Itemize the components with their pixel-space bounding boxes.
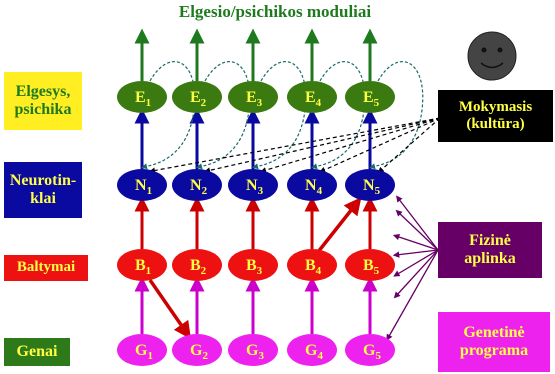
node-g-3: G3 bbox=[228, 334, 278, 366]
learning-arrows bbox=[149, 117, 441, 174]
node-e-1: E1 bbox=[117, 81, 167, 113]
feedback-loop-1 bbox=[141, 61, 196, 170]
node-e-2: E2 bbox=[172, 81, 222, 113]
diagonal-arrows bbox=[148, 197, 362, 340]
learning-arrow-2 bbox=[204, 117, 441, 174]
node-b-3: B3 bbox=[228, 249, 278, 281]
feedback-loop-4 bbox=[311, 61, 366, 170]
learning-arrow-5 bbox=[377, 117, 441, 173]
feedback-loop-2 bbox=[196, 61, 251, 170]
label-genai: Genai bbox=[4, 338, 70, 366]
node-n-1: N1 bbox=[117, 169, 167, 201]
node-g-2: G2 bbox=[172, 334, 222, 366]
diagram-title: Elgesio/psichikos moduliai bbox=[178, 2, 372, 21]
learning-arrow-1 bbox=[149, 117, 441, 174]
learning-arrow-3 bbox=[260, 117, 441, 174]
environment-arrows bbox=[386, 195, 439, 341]
feedback-loops bbox=[141, 61, 424, 170]
smiley-face-icon bbox=[467, 31, 517, 81]
label-neurotinklai: Neurotin-klai bbox=[4, 162, 82, 218]
label-baltymai: Baltymai bbox=[4, 255, 88, 281]
node-b-4: B4 bbox=[287, 249, 337, 281]
environment-arrow-6 bbox=[393, 249, 439, 299]
environment-arrow-3 bbox=[392, 233, 439, 251]
node-b-1: B1 bbox=[117, 249, 167, 281]
environment-arrow-4 bbox=[392, 249, 439, 258]
node-n-3: N3 bbox=[228, 169, 278, 201]
node-n-4: N4 bbox=[287, 169, 337, 201]
learning-arrow-4 bbox=[319, 117, 441, 173]
node-e-4: E4 bbox=[287, 81, 337, 113]
node-b-2: B2 bbox=[172, 249, 222, 281]
diagonal-arrow-b4-n5 bbox=[316, 197, 362, 254]
label-mokymasis: Mokymasis(kultūra) bbox=[438, 90, 553, 142]
output-arrows bbox=[134, 28, 378, 81]
node-g-4: G4 bbox=[287, 334, 337, 366]
node-g-5: G5 bbox=[345, 334, 395, 366]
node-e-3: E3 bbox=[228, 81, 278, 113]
node-n-5: N5 bbox=[345, 169, 395, 201]
diagonal-arrow-b1-g2 bbox=[148, 279, 191, 340]
environment-arrow-1 bbox=[396, 195, 439, 251]
node-e-5: E5 bbox=[345, 81, 395, 113]
feedback-loop-5 bbox=[369, 61, 424, 170]
feedback-loop-3 bbox=[252, 61, 307, 170]
label-elgesys-psichika: Elgesys,psichika bbox=[4, 72, 82, 130]
node-g-1: G1 bbox=[117, 334, 167, 366]
environment-arrow-5 bbox=[393, 249, 439, 277]
node-b-5: B5 bbox=[345, 249, 395, 281]
node-n-2: N2 bbox=[172, 169, 222, 201]
environment-arrow-7 bbox=[386, 249, 439, 341]
environment-arrow-2 bbox=[395, 209, 439, 251]
